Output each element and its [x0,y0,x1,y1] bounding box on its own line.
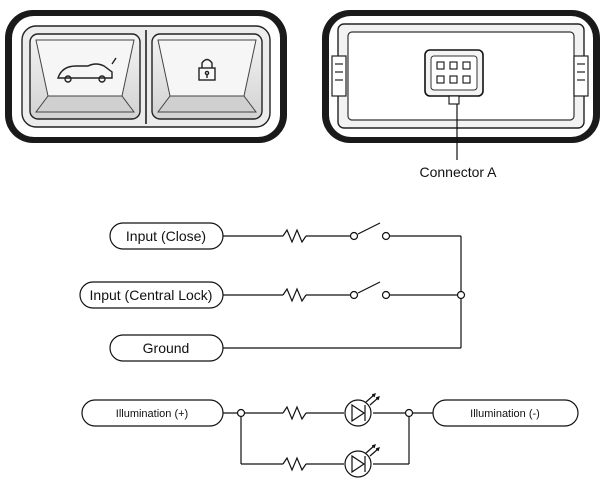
connector-a [424,49,484,105]
resistor-icon [282,228,307,244]
terminal-illumination-pos: Illumination (+) [81,399,224,427]
switch-rear-view [322,10,600,160]
terminal-input-central-lock: Input (Central Lock) [79,281,224,309]
terminal-input-central-lock-label: Input (Central Lock) [90,287,213,303]
led-icon [344,444,380,478]
terminal-input-close-label: Input (Close) [126,228,206,244]
input-circuit [223,222,462,349]
left-clip [331,55,347,97]
illumination-junctions [236,408,414,418]
junction-dot-icon [404,408,414,418]
terminal-illumination-pos-label: Illumination (+) [116,408,188,420]
resistor-icon [282,287,307,303]
terminal-illumination-neg: Illumination (-) [432,399,579,427]
led-icon [344,393,380,427]
junction-dot-icon [456,290,466,300]
terminal-ground-label: Ground [143,340,190,356]
junction-dot-icon [236,408,246,418]
padlock-icon [198,58,216,81]
car-trunk-icon [57,57,117,83]
terminal-ground: Ground [109,334,224,362]
right-clip [573,55,589,97]
switch-icon [357,281,381,294]
terminal-illumination-neg-label: Illumination (-) [470,408,540,420]
trunk-button [29,33,141,120]
illumination-circuit [223,405,433,472]
switch-contacts [349,231,466,300]
switch-icon [357,222,381,235]
resistor-icon [282,405,307,421]
switch-front-view [5,10,287,143]
lock-button [151,33,263,120]
resistor-icon [282,456,307,472]
terminal-input-close: Input (Close) [109,222,224,250]
connector-a-label: Connector A [419,164,497,180]
connector-pins [436,61,471,84]
